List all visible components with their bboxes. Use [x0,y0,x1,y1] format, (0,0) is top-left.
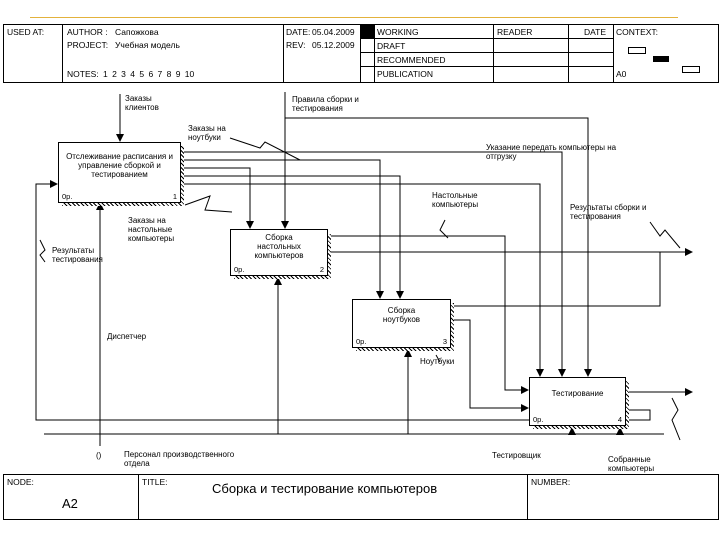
title-label: TITLE: [142,477,168,487]
box4-number: 4 [617,415,622,424]
box1-label: Отслеживание расписания и управление сбо… [66,152,173,179]
function-box-3[interactable]: Сборка ноутбуков 0р. 3 [352,299,451,348]
node-label: NODE: [7,477,34,487]
node-value: A2 [62,496,78,511]
date-value: 05.04.2009 [312,27,355,37]
label-notebooks: Ноутбуки [420,357,455,366]
label-orders-desktops: Заказы на настольные компьютеры [128,216,175,243]
box4-cost: 0р. [533,415,544,424]
date2-label: DATE [584,27,607,37]
label-rules: Правила сборки и тестирования [292,95,359,113]
box1-cost: 0р. [62,192,73,201]
label-orders-notebooks: Заказы на ноутбуки [188,124,226,142]
box3-cost: 0р. [356,337,367,346]
label-results-right: Результаты сборки и тестирования [570,203,647,221]
box4-label: Тестирование [551,389,604,398]
project-label: PROJECT: [67,40,109,50]
context-thumbnail-box-2 [653,56,669,62]
status-recommended: RECOMMENDED [377,55,446,65]
label-desktops: Настольные компьютеры [432,191,479,209]
label-ship-instruction: Указание передать компьютеры на отгрузку [486,143,617,161]
rev-label: REV: [286,40,306,50]
diagram-title: Сборка и тестирование компьютеров [212,481,438,496]
box1-number: 1 [172,192,177,201]
context-thumbnail-box-3 [682,66,700,73]
context-label: CONTEXT: [616,27,659,37]
tunnel-mark: () [96,451,102,460]
label-orders-clients: Заказы клиентов [125,94,159,112]
context-node: A0 [616,69,627,79]
status-publication: PUBLICATION [377,69,434,79]
footer-frame [3,474,719,520]
status-working: WORKING [377,27,419,37]
label-dispatcher: Диспетчер [107,332,147,341]
author-label: AUTHOR : [67,27,108,37]
function-box-4[interactable]: Тестирование 0р. 4 [529,377,626,426]
label-production-staff: Персонал производственного отдела [124,450,235,468]
function-box-2[interactable]: Сборка настольных компьютеров 0р. 2 [230,229,328,276]
box3-label: Сборка ноутбуков [382,306,421,324]
project-value: Учебная модель [115,40,180,50]
label-assembled: Собранные компьютеры [608,455,655,473]
label-test-results-left: Результаты тестирования [52,246,103,264]
reader-label: READER [497,27,533,37]
top-rule [30,17,678,18]
box3-number: 3 [442,337,447,346]
box2-label: Сборка настольных компьютеров [254,233,304,260]
header-frame [3,24,719,83]
function-box-1[interactable]: Отслеживание расписания и управление сбо… [58,142,181,203]
date-label: DATE: [286,27,311,37]
number-label: NUMBER: [531,477,571,487]
author-value: Сапожкова [115,27,159,37]
status-draft: DRAFT [377,41,406,51]
box2-number: 2 [319,265,324,274]
label-testers: Тестировщик [492,451,541,460]
used-at-label: USED AT: [7,27,45,37]
context-thumbnail-box-1 [628,47,646,54]
box2-cost: 0р. [234,265,245,274]
rev-value: 05.12.2009 [312,40,355,50]
notes: NOTES: 1 2 3 4 5 6 7 8 9 10 [67,69,195,79]
